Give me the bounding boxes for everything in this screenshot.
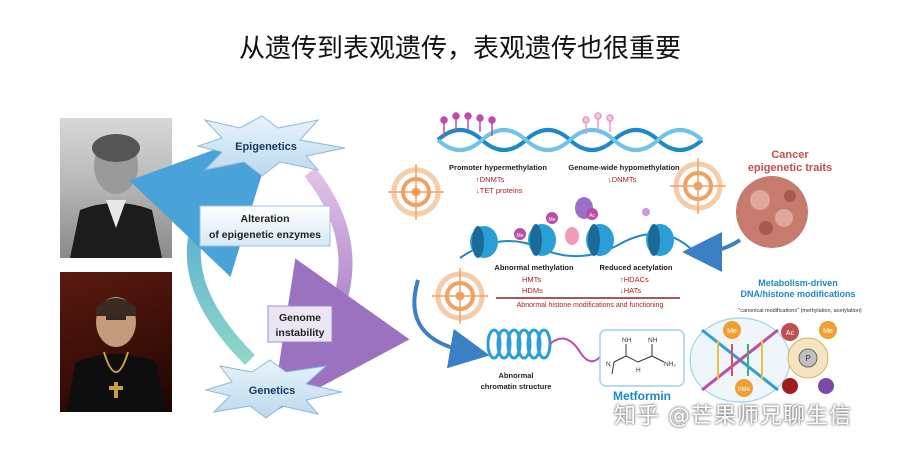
target-icon-2 bbox=[670, 158, 726, 214]
hdms-label: HDMs bbox=[522, 286, 543, 295]
mol-nh-1: NH bbox=[622, 337, 632, 344]
chromatin-label-2: chromatin structure bbox=[481, 382, 552, 391]
cancer-label-1: Cancer bbox=[771, 149, 809, 161]
promoter-label: Promoter hypermethylation bbox=[449, 163, 547, 172]
arrow-genetics-to-epigenetics bbox=[129, 127, 277, 365]
nuc-ac: Ac bbox=[589, 213, 595, 219]
chromatin-coil bbox=[486, 328, 609, 363]
cancer-epigenetics-diagram: Promoter hypermethylation ↑DNMTs ↓TET pr… bbox=[388, 112, 862, 403]
hmts-label: HMTs bbox=[522, 275, 541, 284]
histone-mod-label: Abnormal histone modifications and funct… bbox=[517, 302, 664, 309]
chromatin-label-1: Abnormal bbox=[498, 371, 533, 380]
target-icon-3 bbox=[432, 268, 488, 324]
cancer-cell-icon bbox=[736, 176, 808, 248]
mol-nh-2: NH bbox=[648, 337, 658, 344]
genome-label-2: instability bbox=[275, 327, 324, 339]
slide-title: 从遗传到表观遗传，表观遗传也很重要 bbox=[238, 34, 681, 64]
mol-h: H bbox=[636, 367, 641, 374]
arrow-to-chromatin bbox=[412, 279, 490, 369]
canonical-label: "canonical modifications" (methylation, … bbox=[738, 308, 862, 314]
metformin-label: Metformin bbox=[613, 389, 671, 403]
methyl-groups-genome bbox=[582, 112, 614, 134]
metformin-structure-box bbox=[599, 329, 685, 387]
genetics-star bbox=[204, 359, 343, 419]
hats-label: ↓HATs bbox=[620, 286, 641, 295]
arrow-cancer-to-nucleosome bbox=[682, 231, 742, 272]
metabolism-dna-strands bbox=[701, 328, 779, 392]
genome-wide-down: ↓DNMTs bbox=[608, 175, 637, 184]
genome-instability-box bbox=[267, 305, 333, 343]
epigenetics-star bbox=[196, 115, 346, 177]
ac-badge: Ac bbox=[786, 330, 795, 337]
methyl-groups-promoter bbox=[440, 112, 496, 138]
abnormal-methylation-label: Abnormal methylation bbox=[494, 263, 574, 272]
hdacs-label: ↑HDACs bbox=[620, 275, 649, 284]
metabolism-label-2: DNA/histone modifications bbox=[740, 289, 855, 299]
epigenetics-label: Epigenetics bbox=[235, 141, 297, 153]
nuc-me-2: Me bbox=[549, 217, 556, 223]
me-badge-1: Me bbox=[727, 328, 737, 335]
genetics-label: Genetics bbox=[249, 385, 295, 397]
hme-badge: hMe bbox=[738, 387, 750, 393]
alteration-label-1: Alteration bbox=[240, 213, 289, 225]
mol-nh2b: NH₂ bbox=[664, 361, 676, 368]
metformin-molecule bbox=[611, 344, 665, 375]
mol-n: N bbox=[606, 361, 611, 368]
watermark: 知乎 @芒果师兄聊生信 bbox=[614, 404, 852, 429]
promoter-up: ↑DNMTs bbox=[476, 175, 505, 184]
epigenetics-genetics-cycle: Epigenetics Alteration of epigenetic enz… bbox=[129, 115, 410, 419]
reduced-acetylation-label: Reduced acetylation bbox=[600, 263, 673, 272]
p-badge: P bbox=[805, 354, 810, 363]
dna-helix bbox=[436, 112, 704, 152]
alteration-label-2: of epigenetic enzymes bbox=[209, 229, 321, 241]
promoter-down: ↓TET proteins bbox=[476, 186, 523, 195]
nuc-me-1: Me bbox=[517, 233, 524, 239]
genome-label-1: Genome bbox=[279, 312, 321, 324]
portrait-mendel bbox=[60, 272, 172, 412]
me-badge-2: Me bbox=[823, 328, 833, 335]
nucleosome-row: Me Me Ac bbox=[459, 197, 691, 259]
alteration-box bbox=[199, 205, 331, 247]
cancer-label-2: epigenetic traits bbox=[748, 162, 832, 174]
target-icon-1 bbox=[388, 164, 444, 220]
metabolism-label-1: Metabolism-driven bbox=[758, 278, 838, 288]
genome-wide-label: Genome-wide hypomethylation bbox=[568, 163, 680, 172]
